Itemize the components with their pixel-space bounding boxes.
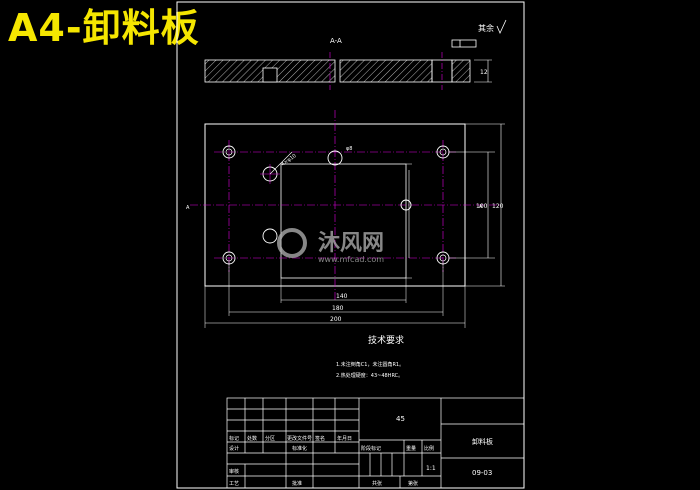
tb-header-sign: 签名 bbox=[315, 435, 325, 442]
section-mark-left: A bbox=[186, 205, 190, 211]
tech-req-item-2: 2.热处理硬度：43~48HRC。 bbox=[336, 372, 403, 379]
title-block-text: 标记 处数 分区 更改文件号 签名 年月日 设计 标准化 审核 工艺 批准 45… bbox=[229, 415, 493, 487]
roughness-note: 其余 bbox=[478, 23, 494, 33]
dim-hole-small: φ8 bbox=[346, 146, 352, 152]
corner-hole-tl bbox=[222, 145, 236, 159]
tb-stage-header: 阶段标记 bbox=[361, 445, 381, 452]
tb-part-name: 卸料板 bbox=[472, 437, 493, 446]
tb-weight-header: 重量 bbox=[406, 445, 416, 452]
plan-view: 4×φ10 φ8 A A 140 180 200 100 120 bbox=[186, 110, 505, 328]
guide-hole-top bbox=[327, 150, 343, 166]
tolerance-frame bbox=[451, 39, 477, 48]
dim-height-outer: 120 bbox=[492, 203, 504, 210]
section-label: A-A bbox=[330, 37, 342, 45]
section-view: A-A 其余 12 bbox=[204, 19, 507, 90]
tb-header-zone: 分区 bbox=[265, 435, 275, 442]
title-block bbox=[226, 397, 525, 489]
section-hatch-right bbox=[451, 59, 471, 83]
watermark: 沐风网 www.mfcad.com bbox=[277, 228, 384, 264]
dim-thickness: 12 bbox=[480, 69, 488, 76]
section-slot bbox=[262, 67, 278, 83]
technical-requirements: 技术要求 1.未注倒角C1，未注圆角R1。 2.热处理硬度：43~48HRC。 bbox=[336, 334, 404, 379]
dim-height-inner: 100 bbox=[476, 203, 488, 210]
dim-width-outer: 200 bbox=[330, 316, 342, 323]
tb-header-mark: 标记 bbox=[229, 435, 239, 442]
watermark-url: www.mfcad.com bbox=[318, 255, 384, 264]
tb-sheet-total: 共张 bbox=[372, 480, 382, 487]
tb-approve: 批准 bbox=[292, 480, 302, 487]
tb-standard: 标准化 bbox=[292, 445, 307, 452]
tb-header-count: 处数 bbox=[247, 435, 257, 442]
tb-material: 45 bbox=[396, 415, 405, 423]
section-mark-right: A bbox=[479, 204, 483, 210]
page-title: A4-卸料板 bbox=[8, 6, 200, 50]
tb-process: 工艺 bbox=[229, 481, 239, 487]
tb-header-change: 更改文件号 bbox=[287, 435, 312, 442]
section-hatch-mid bbox=[339, 59, 433, 83]
tb-drawing-no: 09-03 bbox=[472, 469, 492, 477]
tech-req-item-1: 1.未注倒角C1，未注圆角R1。 bbox=[336, 361, 404, 368]
tech-req-heading: 技术要求 bbox=[368, 334, 404, 346]
dim-width-mid: 180 bbox=[332, 305, 344, 312]
tb-scale-value: 1:1 bbox=[426, 465, 436, 472]
inner-pocket bbox=[280, 163, 407, 279]
tb-review: 审核 bbox=[229, 468, 239, 475]
guide-hole-right bbox=[400, 199, 412, 211]
tb-design: 设计 bbox=[229, 445, 239, 452]
tb-header-date: 年月日 bbox=[337, 435, 352, 442]
watermark-logo-icon bbox=[277, 228, 307, 258]
tb-scale-header: 比例 bbox=[424, 445, 434, 452]
tb-sheet-number: 第张 bbox=[408, 480, 418, 487]
dim-width-inner: 140 bbox=[336, 293, 348, 300]
watermark-brand: 沐风网 bbox=[318, 231, 384, 256]
roughness-symbol bbox=[496, 19, 507, 34]
guide-hole-mid bbox=[262, 228, 278, 244]
